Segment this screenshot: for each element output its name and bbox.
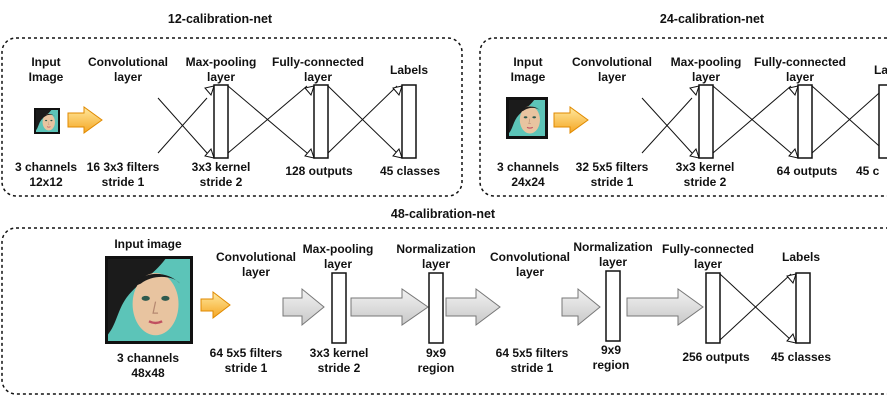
- net48-norm1-caption-1: 9x9: [426, 346, 446, 360]
- net48-connections: [719, 273, 792, 341]
- net48-norm1-caption-2: region: [418, 361, 455, 375]
- net48-conv1-caption-2: stride 1: [225, 361, 268, 375]
- net48-input-caption-1: 3 channels: [117, 351, 179, 365]
- net12-input-title-2: Image: [29, 70, 64, 84]
- net24-input-title-1: Input: [513, 55, 542, 69]
- net24-orange-arrow: [553, 106, 589, 134]
- net24-fc-caption: 64 outputs: [777, 164, 838, 178]
- net48-fc-layer-bar: [705, 272, 721, 344]
- net12-arrowheads: [204, 85, 403, 159]
- net12-conv-caption-1: 16 3x3 filters: [87, 160, 160, 174]
- net12-fc-caption: 128 outputs: [285, 164, 353, 178]
- net12-input-caption-1: 3 channels: [15, 160, 77, 174]
- net48-conv2-caption-2: stride 1: [511, 361, 554, 375]
- net12-pool-layer-bar: [213, 84, 229, 159]
- net12-conv-title-1: Convolutional: [88, 55, 168, 69]
- net24-conv-title-1: Convolutional: [572, 55, 652, 69]
- net48-norm2-caption-2: region: [593, 358, 630, 372]
- net12-pool-title-2: layer: [207, 70, 235, 84]
- net48-frame: [1, 227, 887, 395]
- net24-pool-layer-bar: [698, 84, 714, 159]
- net12-title: 12-calibration-net: [168, 12, 273, 26]
- net24-connections: [641, 85, 887, 154]
- net12-fc-layer-bar: [313, 84, 329, 159]
- net12-fc-title-2: layer: [304, 70, 332, 84]
- net12-input-caption-2: 12x12: [29, 175, 63, 189]
- net48-conv2-title-1: Convolutional: [490, 250, 570, 264]
- net12-labels-layer-bar: [401, 84, 417, 159]
- net48-pool-layer-bar: [331, 272, 347, 344]
- net12-connections: [157, 85, 398, 154]
- net48-input-title: Input image: [114, 237, 182, 251]
- net48-conv2-caption-1: 64 5x5 filters: [496, 346, 569, 360]
- net12-input-image: [34, 108, 60, 134]
- net48-labels-title: Labels: [782, 250, 820, 264]
- net48-conv1-title-2: layer: [242, 265, 270, 279]
- net48-pool-caption-2: stride 2: [318, 361, 361, 375]
- net24-pool-title-2: layer: [692, 70, 720, 84]
- net24-fc-title-1: Fully-connected: [754, 55, 846, 69]
- net24-fc-title-2: layer: [786, 70, 814, 84]
- net24-arrowheads: [689, 85, 799, 159]
- net24-labels-caption: 45 c: [856, 164, 880, 178]
- net48-norm2-caption-1: 9x9: [601, 343, 621, 357]
- net24-conv-caption-1: 32 5x5 filters: [576, 160, 649, 174]
- net24-fc-layer-bar: [797, 84, 813, 159]
- net48-conv1-title-1: Convolutional: [216, 250, 296, 264]
- net12-pool-caption-1: 3x3 kernel: [192, 160, 251, 174]
- net12-frame: [1, 37, 463, 197]
- net12-pool-title-1: Max-pooling: [186, 55, 257, 69]
- net24-pool-title-1: Max-pooling: [671, 55, 742, 69]
- net48-pool-title-1: Max-pooling: [303, 242, 374, 256]
- net24-labels-layer-bar: [878, 84, 887, 159]
- net48-labels-caption: 45 classes: [771, 350, 831, 364]
- net12-pool-caption-2: stride 2: [200, 175, 243, 189]
- net48-conv1-caption-1: 64 5x5 filters: [210, 346, 283, 360]
- net24-title: 24-calibration-net: [660, 12, 765, 26]
- net24-pool-caption-2: stride 2: [684, 175, 727, 189]
- net48-fc-caption: 256 outputs: [682, 350, 750, 364]
- net24-pool-caption-1: 3x3 kernel: [676, 160, 735, 174]
- net48-input-caption-2: 48x48: [131, 366, 165, 380]
- net24-input-title-2: Image: [511, 70, 546, 84]
- net48-norm1-title-1: Normalization: [396, 242, 475, 256]
- net48-fc-title-1: Fully-connected: [662, 242, 754, 256]
- net48-gray-arrows: [282, 287, 704, 327]
- net12-labels-title: Labels: [390, 63, 428, 77]
- net12-orange-arrow: [67, 106, 103, 134]
- net48-arrowheads: [786, 273, 797, 344]
- net24-conv-title-2: layer: [598, 70, 626, 84]
- net48-conv2-title-2: layer: [516, 265, 544, 279]
- net48-norm1-layer-bar: [428, 272, 444, 344]
- net24-conv-caption-2: stride 1: [591, 175, 634, 189]
- net48-title: 48-calibration-net: [391, 207, 496, 221]
- net12-fc-title-1: Fully-connected: [272, 55, 364, 69]
- net48-norm2-title-2: layer: [599, 255, 627, 269]
- net12-conv-caption-2: stride 1: [102, 175, 145, 189]
- net12-labels-caption: 45 classes: [380, 164, 440, 178]
- net24-labels-title: La: [874, 63, 887, 77]
- net48-pool-title-2: layer: [324, 257, 352, 271]
- net12-input-title-1: Input: [31, 55, 60, 69]
- net24-input-caption-1: 3 channels: [497, 160, 559, 174]
- net48-norm1-title-2: layer: [422, 257, 450, 271]
- net48-orange-arrow: [200, 290, 231, 320]
- net48-input-image: [105, 256, 193, 344]
- net24-frame: [479, 37, 887, 197]
- net48-labels-layer-bar: [795, 272, 811, 344]
- net24-input-caption-2: 24x24: [511, 175, 545, 189]
- net48-norm2-layer-bar: [605, 270, 621, 342]
- net24-input-image: [506, 97, 548, 139]
- net12-conv-title-2: layer: [114, 70, 142, 84]
- net48-norm2-title-1: Normalization: [573, 240, 652, 254]
- net48-fc-title-2: layer: [694, 257, 722, 271]
- net48-pool-caption-1: 3x3 kernel: [310, 346, 369, 360]
